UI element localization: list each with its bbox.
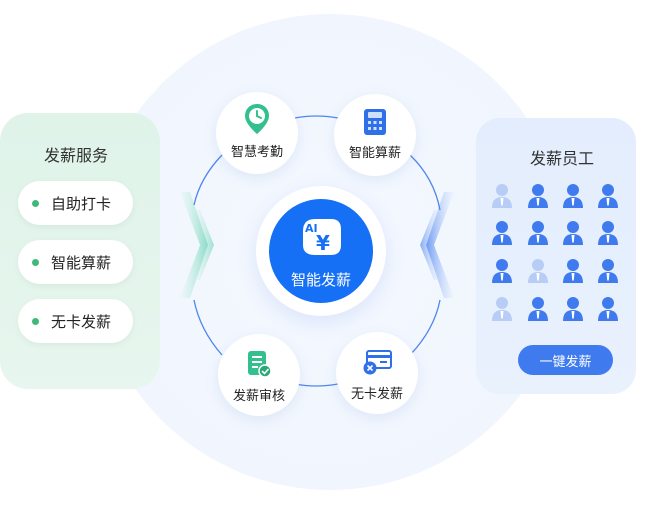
employee-icon bbox=[597, 220, 619, 246]
employee-icon bbox=[527, 183, 549, 209]
employee-icon bbox=[527, 296, 549, 322]
node-label: 智能算薪 bbox=[348, 146, 401, 161]
ai-yuan-icon: AI ¥ bbox=[303, 219, 341, 255]
employee-icon bbox=[597, 296, 619, 322]
left-arrow-icon bbox=[180, 192, 214, 298]
service-item-calc[interactable]: 智能算薪 bbox=[18, 240, 133, 284]
center-smart-pay[interactable]: AI ¥ 智能发薪 bbox=[269, 199, 373, 303]
employee-icon bbox=[597, 183, 619, 209]
employee-icon bbox=[491, 296, 513, 322]
employee-icon bbox=[491, 258, 513, 284]
service-item-label: 无卡发薪 bbox=[51, 312, 112, 331]
service-item-punch[interactable]: 自助打卡 bbox=[18, 181, 133, 225]
employee-icon bbox=[562, 258, 584, 284]
calculator-icon bbox=[364, 109, 386, 135]
employee-icon bbox=[527, 220, 549, 246]
employee-icon bbox=[491, 220, 513, 246]
node-audit[interactable]: 发薪审核 bbox=[218, 334, 300, 416]
center-label: 智能发薪 bbox=[290, 271, 351, 289]
one-key-pay-button[interactable]: 一键发薪 bbox=[518, 345, 613, 375]
service-item-cardless[interactable]: 无卡发薪 bbox=[18, 299, 133, 343]
yuan-text: ¥ bbox=[316, 231, 330, 255]
card-cross-icon bbox=[363, 350, 392, 375]
service-item-label: 自助打卡 bbox=[51, 194, 112, 213]
bullet-dot bbox=[32, 317, 39, 325]
service-panel-title: 发薪服务 bbox=[44, 146, 109, 165]
node-cardless[interactable]: 无卡发薪 bbox=[336, 332, 418, 414]
clock-pin-icon bbox=[245, 104, 269, 134]
node-label: 发薪审核 bbox=[232, 389, 285, 404]
node-label: 无卡发薪 bbox=[350, 387, 403, 402]
service-item-label: 智能算薪 bbox=[51, 253, 112, 272]
right-arrow-icon bbox=[420, 192, 454, 298]
employee-icon bbox=[597, 258, 619, 284]
node-attendance[interactable]: 智慧考勤 bbox=[216, 92, 298, 174]
bullet-dot bbox=[32, 258, 39, 266]
employee-icon bbox=[562, 183, 584, 209]
ai-text: AI bbox=[305, 222, 318, 235]
node-calc[interactable]: 智能算薪 bbox=[334, 94, 416, 176]
employee-icon bbox=[491, 183, 513, 209]
employee-icon bbox=[527, 258, 549, 284]
employee-icon bbox=[562, 296, 584, 322]
employee-panel-title: 发薪员工 bbox=[530, 149, 595, 168]
employee-icon bbox=[562, 220, 584, 246]
document-check-icon bbox=[248, 351, 272, 378]
node-label: 智慧考勤 bbox=[230, 145, 283, 160]
bullet-dot bbox=[32, 199, 39, 207]
